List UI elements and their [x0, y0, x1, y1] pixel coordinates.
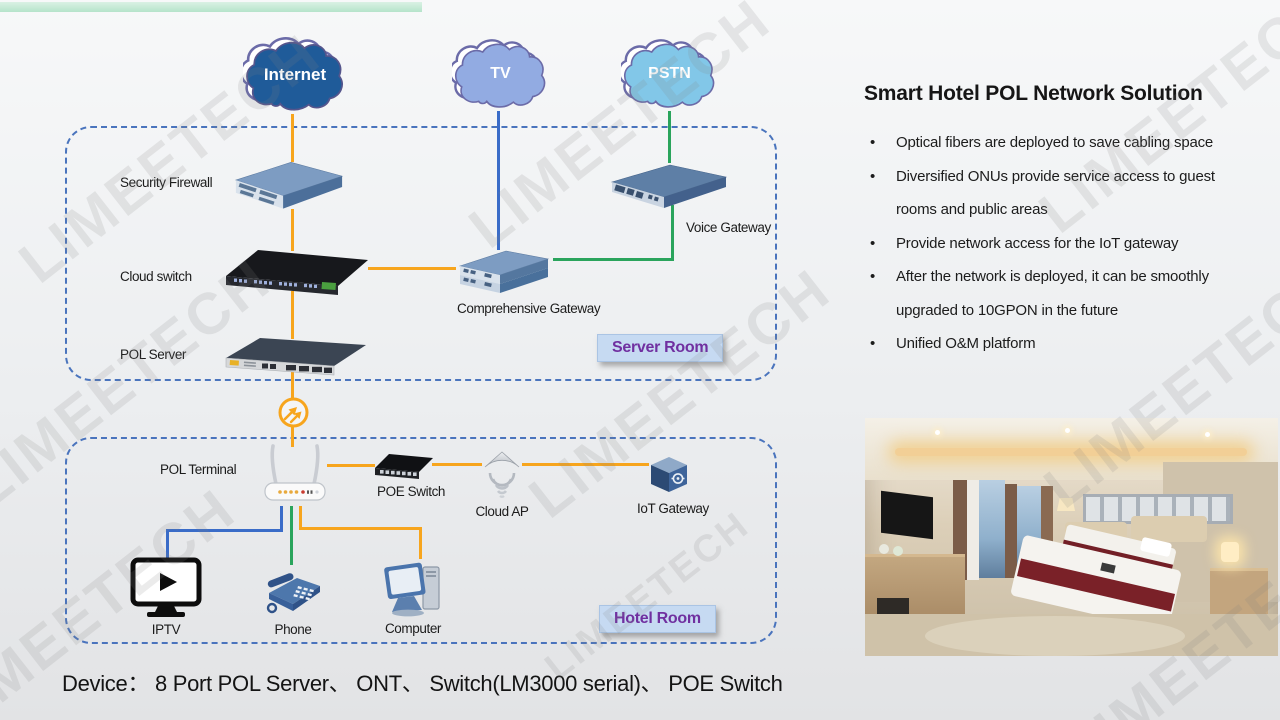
comprehensive-gateway-label: Comprehensive Gateway — [457, 301, 601, 316]
iot-gateway-label: IoT Gateway — [637, 501, 709, 516]
photo-sheer-curtain — [967, 480, 979, 580]
photo-nightstand — [1210, 568, 1268, 616]
photo-tv — [881, 490, 933, 540]
internet-cloud: Internet — [239, 36, 347, 116]
link-terminal-iptv-2 — [166, 529, 283, 532]
server-room-zone — [65, 126, 777, 381]
computer-label: Computer — [384, 621, 442, 636]
pol-server-label: POL Server — [120, 347, 187, 362]
pstn-cloud-label: PSTN — [648, 65, 691, 82]
photo-cove-light — [895, 448, 1247, 456]
link-switch-compgateway — [368, 267, 456, 270]
top-accent-bar — [0, 2, 422, 12]
link-terminal-computer-2 — [299, 527, 422, 530]
tv-cloud-label: TV — [490, 65, 511, 82]
poe-switch-label: POE Switch — [377, 484, 446, 499]
link-switch-polserver — [291, 291, 294, 339]
security-firewall-label: Security Firewall — [120, 175, 213, 190]
comprehensive-gateway-device — [452, 246, 554, 303]
photo-rug — [925, 616, 1185, 656]
computer-device — [382, 560, 444, 623]
link-ap-iot — [522, 463, 649, 466]
pstn-cloud: PSTN — [617, 38, 718, 113]
photo-flowers — [879, 544, 889, 554]
bullet-item: After the network is deployed, it can be… — [862, 260, 1222, 327]
phone-device — [263, 566, 323, 619]
poe-switch-device — [373, 450, 435, 486]
photo-table-lamp — [1221, 542, 1239, 562]
photo-spotlight — [1065, 428, 1070, 433]
pol-server-device — [220, 334, 372, 381]
link-terminal-computer-1 — [299, 506, 302, 530]
link-voicegateway-down — [671, 205, 674, 261]
link-terminal-poe — [327, 464, 375, 467]
phone-label: Phone — [274, 622, 312, 637]
photo-window — [979, 480, 1005, 578]
photo-console-line — [873, 574, 957, 576]
pol-terminal-device — [262, 442, 328, 513]
hotel-room-tag: Hotel Room — [599, 605, 716, 633]
link-terminal-phone — [290, 506, 293, 565]
internet-cloud-label: Internet — [263, 64, 327, 84]
photo-spotlight — [935, 430, 940, 435]
cloud-switch-label: Cloud switch — [120, 269, 192, 284]
voice-gateway-label: Voice Gateway — [686, 220, 771, 235]
iot-gateway-device — [646, 454, 692, 499]
hotel-room-photo — [865, 418, 1278, 656]
tv-cloud: TV — [448, 38, 549, 113]
iptv-label: IPTV — [151, 622, 181, 637]
link-tv-compgateway — [497, 111, 500, 250]
link-terminal-computer-3 — [419, 527, 422, 559]
security-firewall-device — [230, 156, 348, 217]
photo-floor-lamp — [1057, 498, 1075, 511]
photo-spotlight — [1205, 432, 1210, 437]
link-terminal-iptv-3 — [166, 529, 169, 559]
slide-title: Smart Hotel POL Network Solution — [864, 82, 1203, 105]
optical-splitter-icon — [277, 396, 310, 429]
link-pstn-voicegateway — [668, 111, 671, 163]
bullet-item: Unified O&M platform — [862, 327, 1222, 361]
bullet-item: Optical fibers are deployed to save cabl… — [862, 126, 1222, 160]
bullet-item: Diversified ONUs provide service access … — [862, 160, 1222, 227]
link-internet-firewall — [291, 114, 294, 162]
link-firewall-switch — [291, 209, 294, 251]
cloud-ap-label: Cloud AP — [475, 504, 529, 519]
device-list-text: Device： 8 Port POL Server、 ONT、 Switch(L… — [62, 671, 783, 696]
voice-gateway-device — [606, 160, 732, 215]
bullet-item: Provide network access for the IoT gatew… — [862, 227, 1222, 261]
hotel-room-zone — [65, 437, 777, 644]
link-terminal-iptv-1 — [280, 506, 283, 532]
pol-terminal-label: POL Terminal — [160, 462, 237, 477]
server-room-tag: Server Room — [597, 334, 724, 362]
photo-curtain — [1005, 484, 1017, 578]
link-poe-ap — [432, 463, 482, 466]
iptv-device — [129, 556, 203, 625]
feature-bullet-list: Optical fibers are deployed to save cabl… — [862, 126, 1222, 361]
link-voicegateway-compgateway — [553, 258, 674, 261]
cloud-switch-device — [222, 246, 372, 301]
cloud-ap-device — [480, 450, 524, 505]
